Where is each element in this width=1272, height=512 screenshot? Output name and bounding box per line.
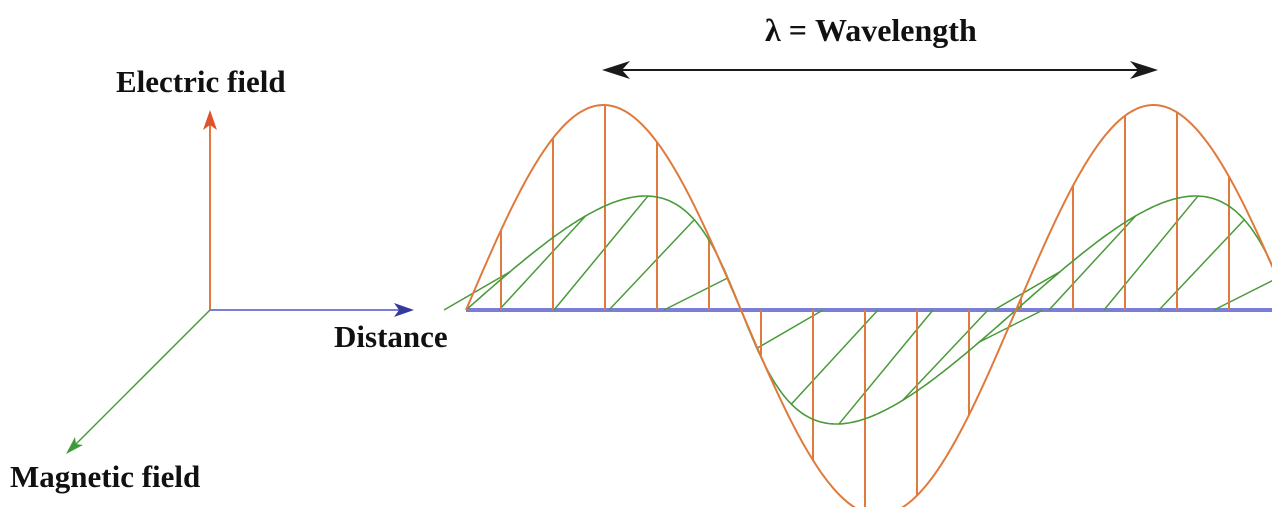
magnetic-hatch-line	[978, 309, 1044, 343]
magnetic-hatch-line	[1048, 215, 1137, 311]
axes	[66, 110, 414, 454]
electric-field-label: Electric field	[116, 64, 286, 99]
magnetic-hatch-line	[756, 309, 824, 349]
magnetic-hatch-line	[608, 219, 695, 311]
distance-arrow-icon	[394, 303, 414, 317]
magnetic-hatch-line	[1213, 279, 1272, 311]
wave-layer	[443, 104, 1272, 507]
wavelength-arrow	[602, 61, 1158, 79]
magnetic-hatch-line	[1158, 219, 1245, 311]
magnetic-axis-line	[72, 309, 211, 448]
magnetic-hatch-line	[663, 277, 729, 311]
magnetic-field-label: Magnetic field	[10, 459, 201, 494]
wavelength-label: λ = Wavelength	[765, 12, 977, 48]
magnetic-hatch-line	[443, 271, 511, 311]
wavelength-arrow-left-icon	[602, 61, 630, 79]
magnetic-hatch-line	[498, 215, 587, 311]
magnetic-hatch-line	[1103, 195, 1199, 311]
magnetic-hatch-line	[993, 271, 1061, 311]
magnetic-hatch-line	[838, 309, 934, 425]
magnetic-arrow-icon	[66, 437, 83, 454]
electric-field-curve	[465, 104, 1272, 507]
wavelength-arrow-right-icon	[1130, 61, 1158, 79]
magnetic-hatch-line	[902, 309, 989, 401]
magnetic-hatch-line	[553, 195, 649, 311]
electric-arrow-icon	[203, 110, 217, 130]
magnetic-hatch-line	[790, 309, 879, 405]
distance-label: Distance	[334, 319, 448, 354]
